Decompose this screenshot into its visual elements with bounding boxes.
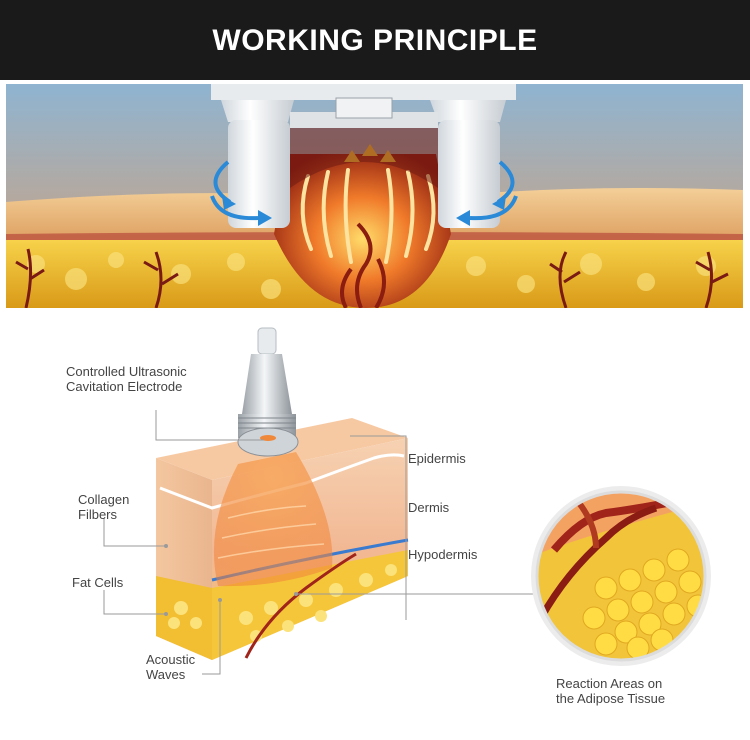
collagen-label-line1: Collagen <box>78 492 130 507</box>
device-on-skin-illustration <box>6 84 743 308</box>
fat-cells-label-text: Fat Cells <box>72 575 124 590</box>
electrode-label: Controlled Ultrasonic Cavitation Electro… <box>66 364 187 394</box>
skin-layers-diagram: Controlled Ultrasonic Cavitation Electro… <box>6 318 743 736</box>
acoustic-label-line1: Acoustic <box>146 652 196 667</box>
fat-cells-label: Fat Cells <box>72 575 123 590</box>
hypodermis-label: Hypodermis <box>408 547 477 562</box>
collagen-label: Collagen Filbers <box>78 492 129 522</box>
electrode-label-line2: Cavitation Electrode <box>66 379 183 394</box>
acoustic-waves-label: Acoustic Waves <box>146 652 195 682</box>
reaction-label-line1: Reaction Areas on <box>556 676 663 691</box>
dermis-label-text: Dermis <box>408 500 450 515</box>
reaction-label-line2: the Adipose Tissue <box>556 691 666 706</box>
page-title: WORKING PRINCIPLE <box>212 24 538 57</box>
epidermis-label: Epidermis <box>408 451 466 466</box>
acoustic-label-line2: Waves <box>146 667 186 682</box>
electrode-label-line1: Controlled Ultrasonic <box>66 364 187 379</box>
hypodermis-label-text: Hypodermis <box>408 547 478 562</box>
header-bar: WORKING PRINCIPLE <box>0 0 750 80</box>
dermis-label: Dermis <box>408 500 449 515</box>
epidermis-label-text: Epidermis <box>408 451 466 466</box>
reaction-areas-label: Reaction Areas on the Adipose Tissue <box>556 676 665 706</box>
collagen-label-line2: Filbers <box>78 507 118 522</box>
